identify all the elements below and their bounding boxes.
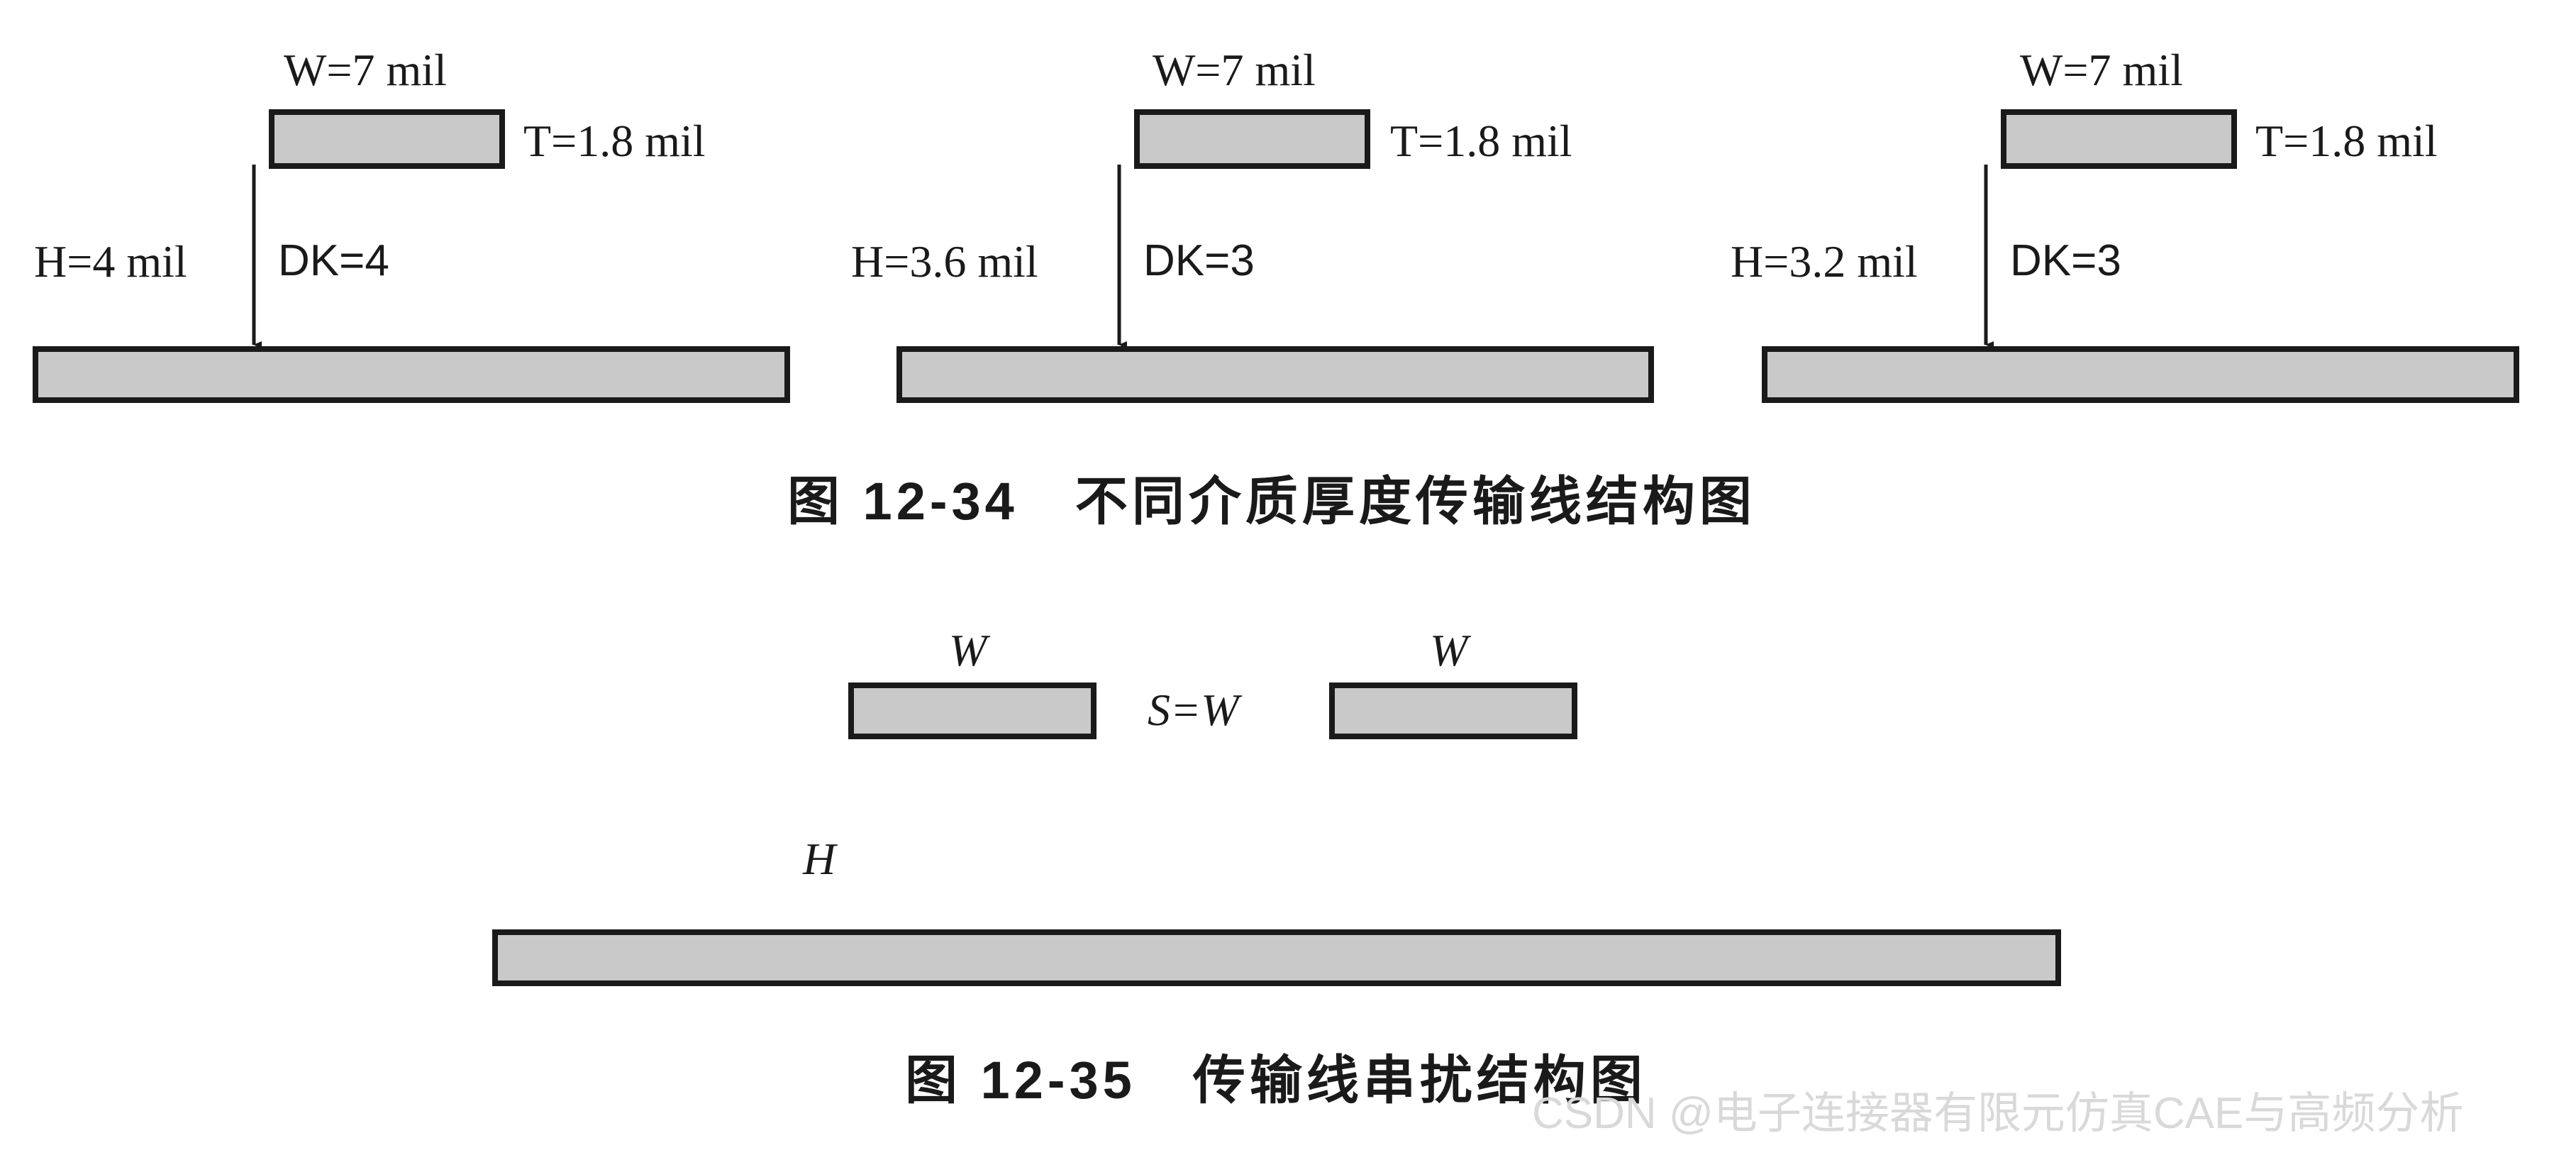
panel-1-height-label: H=4 mil: [34, 236, 187, 287]
crosstalk-left-width-label: W: [949, 625, 991, 675]
panel-1-width-label: W=7 mil: [284, 45, 447, 95]
figure-12-35: W W S=W H 图 12-35 传输线串扰结构图: [492, 625, 2061, 1110]
figure-12-34: W=7 mil T=1.8 mil H=4 mil DK=4 W=7 mil T…: [33, 45, 2519, 531]
figure-12-34-caption: 图 12-34 不同介质厚度传输线结构图: [787, 472, 1756, 531]
panel-2-ground-plane: [896, 346, 1654, 403]
panel-3-dk-label: DK=3: [2010, 236, 2121, 285]
figure-12-35-caption: 图 12-35 传输线串扰结构图: [905, 1051, 1647, 1110]
panel-1-ground-plane: [33, 346, 790, 403]
crosstalk-ground-plane: [492, 929, 2061, 986]
crosstalk-spacing-label: S=W: [1148, 685, 1243, 735]
panel-2-width-label: W=7 mil: [1153, 45, 1316, 95]
panel-1-dk-label: DK=4: [278, 236, 389, 285]
panel-2-thickness-label: T=1.8 mil: [1390, 116, 1572, 166]
panel-3-width-label: W=7 mil: [2020, 45, 2183, 95]
panel-3-height-label: H=3.2 mil: [1731, 236, 1918, 287]
panel-3: W=7 mil T=1.8 mil H=3.2 mil DK=3: [1731, 45, 2519, 403]
csdn-watermark: CSDN @电子连接器有限元仿真CAE与高频分析: [1532, 1089, 2463, 1138]
panel-1-thickness-label: T=1.8 mil: [523, 116, 706, 166]
panel-3-trace: [2001, 109, 2237, 169]
panel-2-height-label: H=3.6 mil: [851, 236, 1038, 287]
panel-2: W=7 mil T=1.8 mil H=3.6 mil DK=3: [851, 45, 1654, 403]
panel-3-ground-plane: [1762, 346, 2519, 403]
panel-3-thickness-label: T=1.8 mil: [2255, 116, 2438, 166]
crosstalk-height-label: H: [802, 834, 838, 884]
crosstalk-right-trace: [1329, 682, 1577, 739]
panel-2-dk-label: DK=3: [1143, 236, 1255, 285]
panel-1: W=7 mil T=1.8 mil H=4 mil DK=4: [33, 45, 790, 403]
panel-1-trace: [269, 109, 505, 169]
crosstalk-left-trace: [848, 682, 1097, 739]
panel-2-trace: [1134, 109, 1370, 169]
crosstalk-right-width-label: W: [1430, 625, 1472, 675]
